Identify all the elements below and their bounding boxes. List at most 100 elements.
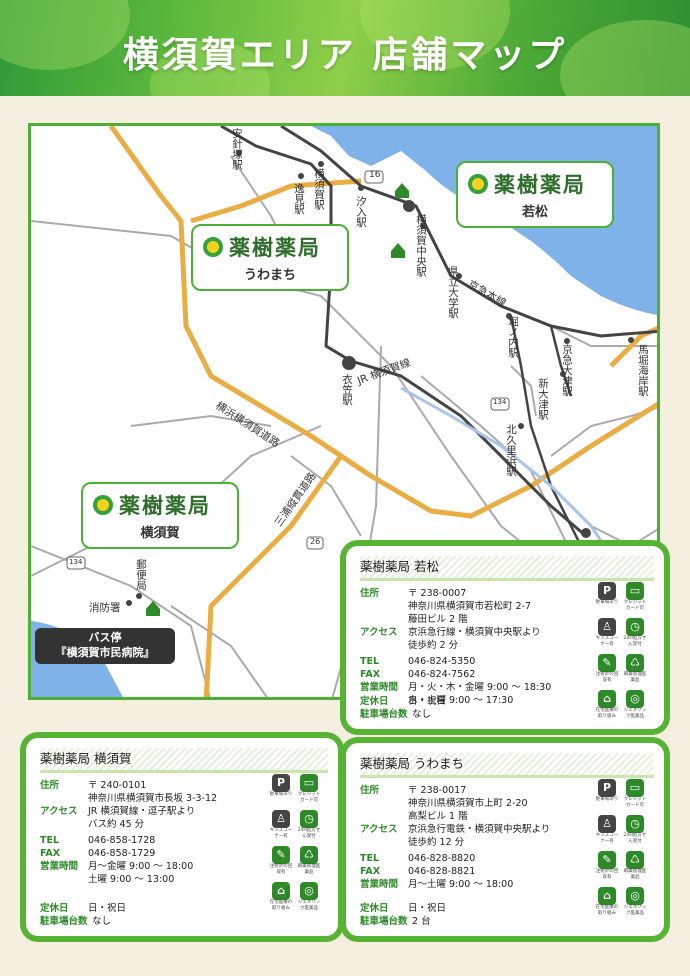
service-icon: ♺ — [626, 654, 644, 672]
service-icon-wrapper: ◷24H処方せん受付 — [622, 815, 648, 849]
route-16-badge: 16 — [369, 170, 381, 180]
closed-days: 日・祝日 — [408, 903, 447, 914]
tel-number[interactable]: 046-858-1728 — [88, 835, 156, 846]
station-shin-otsu: 新大津駅 — [537, 378, 550, 420]
service-icon-label: 在宅医療の取り組み — [595, 905, 619, 916]
service-icon-label: 注射針の回収有 — [269, 864, 293, 875]
callout-branch: 若松 — [521, 205, 548, 220]
service-icon-label: 24H処方せん受付 — [623, 636, 647, 647]
service-icon-wrapper: ♺麻薬管理医薬品 — [296, 846, 322, 880]
tel-number[interactable]: 046-828-8820 — [408, 853, 476, 864]
station-chuo: 横須賀中央駅 — [415, 214, 428, 277]
service-icon-label: 注射針の回収有 — [595, 672, 619, 683]
postal-code: 〒 238-0007 — [408, 588, 467, 599]
tel-label: TEL — [40, 835, 60, 846]
page-title: 横須賀エリア 店舗マップ — [122, 35, 568, 76]
service-icon-label: ジェネリック医薬品 — [623, 708, 647, 719]
service-icon: ◷ — [626, 815, 644, 833]
access-line2: バス約 45 分 — [88, 819, 145, 830]
address-line1: 神奈川県横須賀市長坂 3-3-12 — [88, 793, 218, 804]
service-icon-label: 在宅医療の取り組み — [595, 708, 619, 719]
tel-label: TEL — [360, 656, 380, 667]
service-icon: ◎ — [626, 690, 644, 708]
service-icon-wrapper: ▭クレジットカード可 — [296, 774, 322, 808]
service-icon: ⌂ — [598, 690, 616, 708]
callout-wakamatsu[interactable]: 薬樹薬局 若松 — [456, 161, 614, 228]
service-icon-label: ジェネリック医薬品 — [623, 905, 647, 916]
callout-uwamachi[interactable]: 薬樹薬局 うわまち — [191, 224, 349, 291]
closed-label: 定休日 — [360, 696, 389, 707]
marker-wakamatsu — [395, 183, 409, 198]
service-icon-label: 24H処方せん受付 — [623, 833, 647, 844]
access-line1: 京浜急行電鉄・横須賀中央駅より — [408, 824, 551, 835]
hours-label: 営業時間 — [360, 879, 399, 890]
parking-label: 駐車場台数 — [40, 916, 88, 927]
road-east — [609, 325, 657, 368]
service-icon-wrapper: ♙キッズコーナー有 — [268, 810, 294, 844]
fax-label: FAX — [360, 669, 381, 680]
yakuju-logo-icon — [203, 237, 223, 257]
rail-keikyu — [280, 126, 657, 338]
yakuju-logo-icon — [468, 174, 488, 194]
station-anjinzuka: 安針塚駅 — [231, 128, 244, 170]
service-icon: ◎ — [626, 887, 644, 905]
service-icon: ◎ — [300, 882, 318, 900]
service-icon: P — [598, 582, 616, 600]
access-line2: 徒歩約 12 分 — [408, 837, 465, 848]
service-icon-label: 麻薬管理医薬品 — [623, 869, 647, 880]
route-134-badge-2: 134 — [69, 558, 83, 566]
station-kitakurihama: 北久里浜駅 — [505, 424, 518, 477]
parking-count: なし — [412, 709, 432, 720]
service-icon: ▭ — [626, 582, 644, 600]
service-icon-wrapper: ✎注射針の回収有 — [594, 851, 620, 885]
road-r16-north — [190, 178, 362, 224]
service-icon-wrapper: ♺麻薬管理医薬品 — [622, 654, 648, 688]
service-icon-wrapper: ▭クレジットカード可 — [622, 779, 648, 813]
postal-code: 〒 240-0101 — [88, 780, 147, 791]
store-map: 16 134 134 26 安針塚駅 横須賀駅 逸見駅 汐入駅 横須賀中央駅 県… — [28, 123, 660, 700]
fax-label: FAX — [360, 866, 381, 877]
service-icon-label: ジェネリック医薬品 — [297, 900, 321, 911]
service-icon-wrapper: ◷24H処方せん受付 — [296, 810, 322, 844]
service-icon-wrapper: ◷24H処方せん受付 — [622, 618, 648, 652]
parking-count: 2 台 — [412, 916, 431, 927]
tel-number[interactable]: 046-824-5350 — [408, 656, 476, 667]
station-yokosuka: 横須賀駅 — [313, 168, 326, 210]
address-line2: 藤田ビル 2 階 — [408, 614, 468, 625]
hours-line1: 月～土曜 9:00 ～ 18:00 — [408, 879, 514, 890]
service-icon: ◷ — [626, 618, 644, 636]
service-icon-label: クレジットカード可 — [297, 792, 321, 803]
service-icon-wrapper: ♙キッズコーナー有 — [594, 618, 620, 652]
access-line1: JR 横須賀線・逗子駅より — [88, 806, 196, 817]
service-icon: ♙ — [598, 618, 616, 636]
service-icon: ⌂ — [598, 887, 616, 905]
station-taura: 逸見駅 — [293, 183, 306, 215]
bus-stop-label: バス停 『横須賀市民病院』 — [35, 628, 175, 664]
yakuju-logo-icon — [93, 495, 113, 515]
service-icon-wrapper: ✎注射針の回収有 — [268, 846, 294, 880]
service-icon: ✎ — [598, 654, 616, 672]
postal-code: 〒 238-0017 — [408, 785, 467, 796]
fax-number: 046-828-8821 — [408, 866, 476, 877]
road-miura — [203, 454, 344, 697]
service-icon-wrapper: ⌂在宅医療の取り組み — [268, 882, 294, 916]
service-icon-label: 駐車場あり — [595, 797, 619, 802]
callout-yokosuka[interactable]: 薬樹薬局 横須賀 — [81, 482, 239, 549]
hours-line1: 月・火・木・金曜 9:00 ～ 18:30 — [408, 682, 552, 693]
service-icon-label: 駐車場あり — [269, 792, 293, 797]
callout-brand: 薬樹薬局 — [119, 494, 211, 518]
service-icon-wrapper: ◎ジェネリック医薬品 — [622, 887, 648, 921]
parking-count: なし — [92, 916, 112, 927]
service-icon-label: クレジットカード可 — [623, 797, 647, 808]
service-icon-label: 注射針の回収有 — [595, 869, 619, 880]
route-134-badge: 134 — [493, 398, 507, 406]
service-icon: ✎ — [272, 846, 290, 864]
service-icon: ✎ — [598, 851, 616, 869]
callout-brand: 薬樹薬局 — [229, 236, 321, 260]
